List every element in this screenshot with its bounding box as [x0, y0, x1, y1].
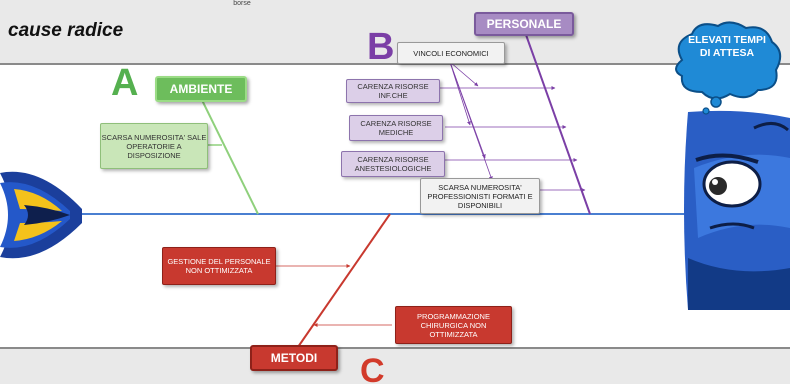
category-ambiente: AMBIENTE [155, 76, 247, 102]
cause-personale-3: CARENZA RISORSE MEDICHE [349, 115, 443, 141]
section-title: cause radice [8, 20, 124, 41]
cause-metodi-1: GESTIONE DEL PERSONALE NON OTTIMIZZATA [162, 247, 276, 285]
letter-b: B [367, 26, 395, 68]
fish-head-icon [684, 110, 790, 310]
cause-ambiente-1: SCARSA NUMEROSITA' SALE OPERATORIE A DIS… [100, 123, 208, 169]
cause-metodi-2: PROGRAMMAZIONE CHIRURGICA NON OTTIMIZZAT… [395, 306, 512, 344]
cause-personale-5: SCARSA NUMEROSITA' PROFESSIONISTI FORMAT… [420, 178, 540, 214]
vincoli-link-3 [449, 61, 493, 181]
category-personale: PERSONALE [474, 12, 574, 36]
ambiente-bone [199, 95, 259, 215]
effect-label: ELEVATI TEMPI DI ATTESA [688, 34, 766, 59]
personale-bone [524, 31, 591, 215]
fish-tail-icon [0, 171, 82, 259]
cause-personale-4: CARENZA RISORSE ANESTESIOLOGICHE [341, 151, 445, 177]
top-note: borse [233, 0, 251, 7]
thought-bubble-icon [675, 21, 782, 115]
letter-a: A [111, 62, 139, 104]
cause-personale-2: CARENZA RISORSE INF.CHE [346, 79, 440, 103]
metodi-bone [297, 213, 391, 348]
vincoli-link-4 [449, 61, 479, 87]
category-metodi: METODI [250, 345, 338, 371]
footer-band [0, 347, 790, 384]
header-band [0, 0, 790, 65]
cause-personale-1: VINCOLI ECONOMICI [397, 42, 505, 64]
diagram-lines [80, 31, 690, 348]
letter-c: C [360, 352, 385, 390]
